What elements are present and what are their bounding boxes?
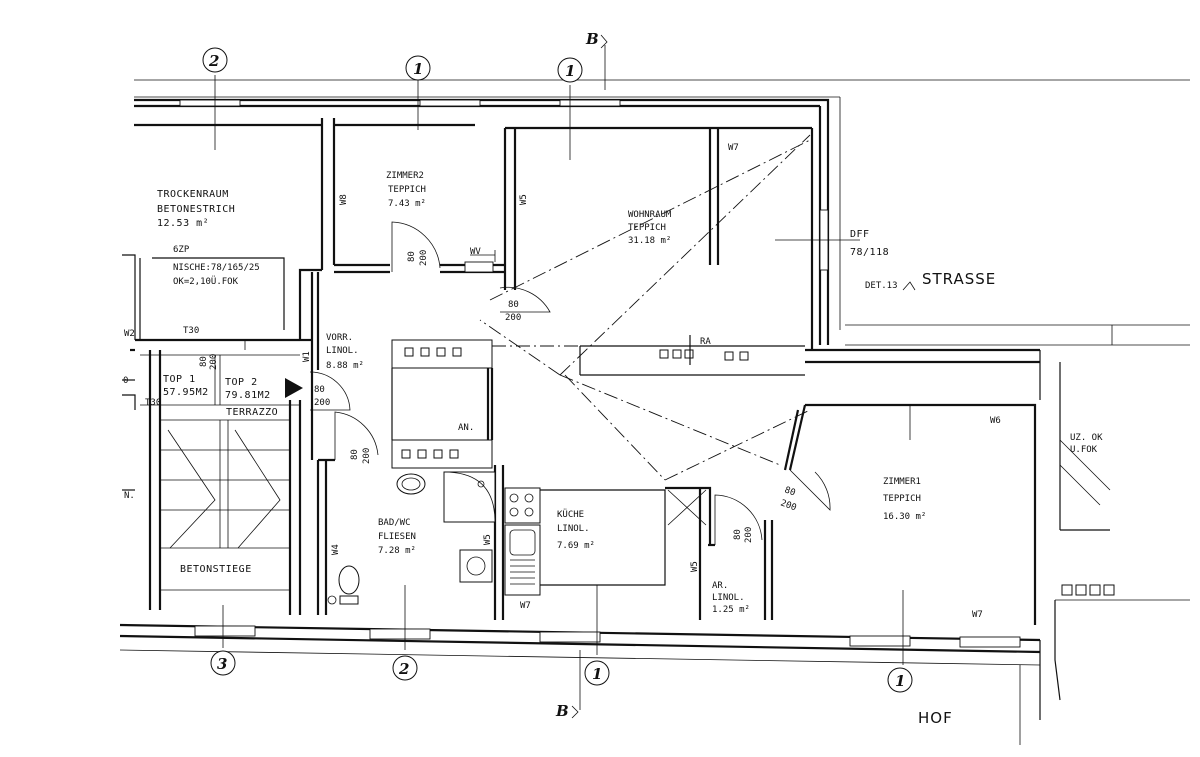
badwc-area: 7.28 m² <box>378 546 416 556</box>
window-w1-label: W1 <box>302 351 312 362</box>
window-w7-b-label: W7 <box>520 601 531 611</box>
axis-label: 2 <box>208 52 219 70</box>
kueche-name: KÜCHE <box>557 509 584 520</box>
axis-circle <box>887 667 913 693</box>
top1-area: 57.95M2 <box>163 387 209 398</box>
window-w6-label: W6 <box>990 416 1001 426</box>
vorraum-floor: LINOL. <box>326 346 359 356</box>
ra-label: RA <box>700 337 711 347</box>
window-w8-label: W8 <box>339 194 349 205</box>
window-w7-a-label: W7 <box>728 143 739 153</box>
t30-b-label: T30 <box>145 398 161 408</box>
door-entry-w: 80 <box>199 356 209 367</box>
axis-label: 2 <box>398 660 409 678</box>
vorraum-area: 8.88 m² <box>326 361 364 371</box>
top2-area: 79.81M2 <box>225 390 271 401</box>
uz-label-1: UZ. OK <box>1070 433 1103 443</box>
top2-name: TOP 2 <box>225 377 258 388</box>
trockenraum-area: 12.53 m² <box>157 218 209 229</box>
windows <box>179 99 1021 648</box>
n-cut-label: N. <box>124 491 135 501</box>
nische-line-1: 6ZP <box>173 245 190 255</box>
axis-circle <box>392 655 418 681</box>
door-entry-h: 200 <box>209 354 219 370</box>
nische-line-3: OK=2,10Ü.FOK <box>173 276 239 287</box>
axis-label: 1 <box>565 62 575 80</box>
t30-a-label: T30 <box>183 326 199 336</box>
wohnraum-floor: TEPPICH <box>628 223 666 233</box>
door-wohnraum-h: 200 <box>505 313 521 323</box>
section-mark-top: B <box>585 30 599 48</box>
axis-label: 3 <box>217 655 227 673</box>
axis-label: 1 <box>592 665 602 683</box>
door-labels: T30 T30 80 200 80 200 80 200 80 200 80 2… <box>145 250 798 543</box>
door-wohnraum-w: 80 <box>508 300 519 310</box>
vorraum-name: VORR. <box>326 333 353 343</box>
badwc-floor: FLIESEN <box>378 532 416 542</box>
wohnraum-name: WOHNRAUM <box>628 210 672 220</box>
door-zimmer2-h: 200 <box>419 250 429 266</box>
window-w5-b-label: W5 <box>483 534 493 545</box>
section-mark-bottom: B <box>555 702 569 720</box>
nische-line-2: NISCHE:78/165/25 <box>173 263 260 273</box>
axis-circle <box>202 47 228 73</box>
window-w4-label: W4 <box>331 544 341 555</box>
axis-label: 1 <box>413 60 423 78</box>
an-label: AN. <box>458 423 474 433</box>
badwc-name: BAD/WC <box>378 518 411 528</box>
axis-circle <box>210 650 236 676</box>
interior-walls <box>122 118 1111 625</box>
window-w5-c-label: W5 <box>690 561 700 572</box>
dff-label: DFF <box>850 229 870 240</box>
o-cut-label: 0 <box>123 376 128 386</box>
door-ar-h: 200 <box>744 527 754 543</box>
door-zimmer1-w: 80 <box>783 485 797 498</box>
trockenraum-floor: BETONESTRICH <box>157 204 235 215</box>
axis-circle <box>405 55 431 81</box>
axis-circle <box>557 57 583 83</box>
zimmer1-floor: TEPPICH <box>883 494 921 504</box>
window-w7-c-label: W7 <box>972 610 983 620</box>
room-labels: TROCKENRAUM BETONESTRICH 12.53 m² 6ZP NI… <box>123 171 1103 727</box>
det-label: DET.13 <box>865 281 898 291</box>
door-top-w: 80 <box>314 385 325 395</box>
window-w5-a-label: W5 <box>519 194 529 205</box>
uz-label-2: U.FOK <box>1070 445 1098 455</box>
kueche-floor: LINOL. <box>557 524 590 534</box>
door-top-h: 200 <box>314 398 330 408</box>
wv-label: WV <box>470 247 481 257</box>
trockenraum-name: TROCKENRAUM <box>157 189 229 200</box>
hof-label: HOF <box>918 709 953 727</box>
door-zimmer1-h: 200 <box>779 498 798 513</box>
abstellraum-name: AR. <box>712 581 728 591</box>
dff-size-label: 78/118 <box>850 247 889 258</box>
zimmer1-name: ZIMMER1 <box>883 477 921 487</box>
zimmer2-name: ZIMMER2 <box>386 171 424 181</box>
axis-label: 1 <box>895 672 905 690</box>
strasse-label: STRASSE <box>922 270 996 288</box>
abstellraum-floor: LINOL. <box>712 593 745 603</box>
window-labels: W2 W8 W5 W7 W1 W6 W4 W5 W5 W7 W7 <box>124 143 1001 620</box>
outer-walls <box>119 79 1190 745</box>
door-ar-w: 80 <box>733 529 743 540</box>
wohnraum-area: 31.18 m² <box>628 236 671 246</box>
zimmer2-area: 7.43 m² <box>388 199 426 209</box>
terrazzo-label: TERRAZZO <box>226 407 278 418</box>
sightlines <box>479 134 811 481</box>
betonstiege-label: BETONSTIEGE <box>180 564 252 575</box>
door-bad-w: 80 <box>350 449 360 460</box>
door-zimmer2-w: 80 <box>407 251 417 262</box>
window-w2-label: W2 <box>124 329 135 339</box>
axis-circle <box>584 660 610 686</box>
zimmer2-floor: TEPPICH <box>388 185 426 195</box>
door-swings <box>244 221 831 545</box>
zimmer1-area: 16.30 m² <box>883 512 926 522</box>
door-bad-h: 200 <box>362 448 372 464</box>
top1-name: TOP 1 <box>163 374 196 385</box>
kueche-area: 7.69 m² <box>557 541 595 551</box>
axis-markers: 2 1 1 3 2 1 1 B B <box>202 30 916 720</box>
abstellraum-area: 1.25 m² <box>712 605 750 615</box>
